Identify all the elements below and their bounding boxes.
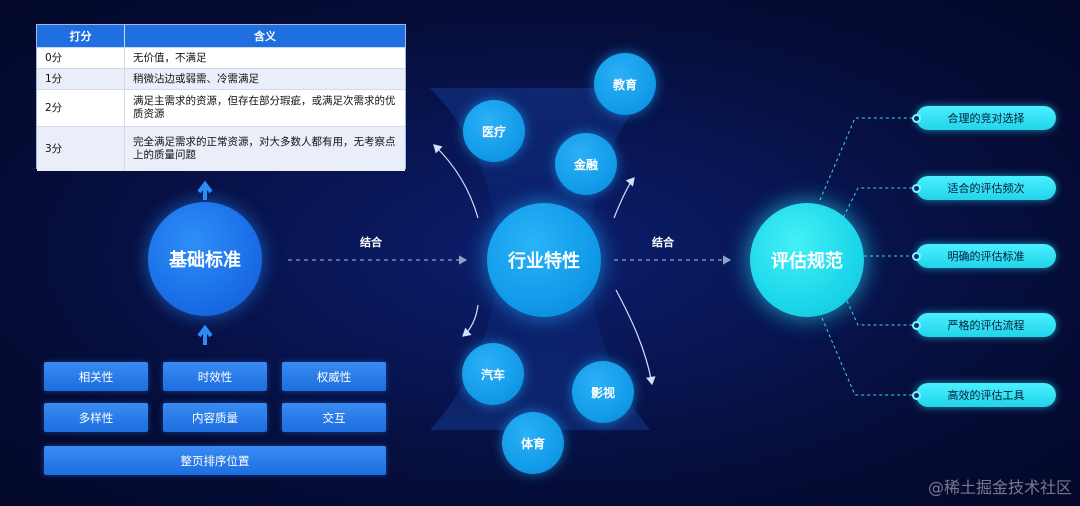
row-score: 2分 (37, 90, 125, 126)
industry-finance-node: 金融 (555, 133, 617, 195)
score-table-header: 打分 含义 (37, 25, 405, 47)
tag-dot (912, 114, 921, 123)
header-score: 打分 (37, 25, 125, 47)
block-diversity: 多样性 (44, 403, 148, 432)
eval-item-tools: 高效的评估工具 (916, 383, 1056, 407)
basic-standard-node: 基础标准 (148, 202, 262, 316)
curve-arrow-lower-left (462, 304, 479, 337)
eval-item-competitor: 合理的竞对选择 (916, 106, 1056, 130)
tag-dot (912, 252, 921, 261)
industry-education-node: 教育 (594, 53, 656, 115)
eval-item-frequency: 适合的评估频次 (916, 176, 1056, 200)
block-page-ranking: 整页排序位置 (44, 446, 386, 475)
watermark: @稀土掘金技术社区 (927, 478, 1072, 497)
table-row: 0分 无价值，不满足 (37, 47, 405, 68)
block-timeliness: 时效性 (163, 362, 267, 391)
table-row: 2分 满足主需求的资源，但存在部分瑕疵，或满足次需求的优质资源 (37, 89, 405, 126)
link-label-left: 结合 (360, 236, 382, 249)
curve-arrow-lower-right (615, 289, 656, 386)
industry-medical-node: 医疗 (463, 100, 525, 162)
block-relevance: 相关性 (44, 362, 148, 391)
eval-item-standard: 明确的评估标准 (916, 244, 1056, 268)
industry-auto-node: 汽车 (462, 343, 524, 405)
curve-arrow-upper-left (433, 144, 479, 219)
row-meaning: 满足主需求的资源，但存在部分瑕疵，或满足次需求的优质资源 (133, 95, 396, 120)
eval-item-process: 严格的评估流程 (916, 313, 1056, 337)
row-meaning: 稍微沾边或弱需、冷需满足 (133, 72, 259, 85)
link-label-right: 结合 (652, 236, 674, 249)
eval-norm-node: 评估规范 (750, 203, 864, 317)
block-authority: 权威性 (282, 362, 386, 391)
row-score: 0分 (37, 48, 125, 68)
row-score: 3分 (37, 127, 125, 171)
block-interaction: 交互 (282, 403, 386, 432)
table-row: 3分 完全满足需求的正常资源，对大多数人都有用，无考察点上的质量问题 (37, 126, 405, 171)
row-meaning: 无价值，不满足 (133, 51, 207, 64)
eval-branches (819, 117, 916, 396)
industry-feature-node: 行业特性 (487, 203, 601, 317)
arrow-up-from-blocks (197, 324, 213, 345)
table-row: 1分 稍微沾边或弱需、冷需满足 (37, 68, 405, 89)
tag-dot (912, 184, 921, 193)
tag-dot (912, 391, 921, 400)
industry-sports-node: 体育 (502, 412, 564, 474)
header-meaning: 含义 (254, 30, 276, 43)
arrow-up-to-table (197, 180, 213, 200)
row-score: 1分 (37, 69, 125, 89)
block-content-quality: 内容质量 (163, 403, 267, 432)
tag-dot (912, 321, 921, 330)
score-table: 打分 含义 0分 无价值，不满足 1分 稍微沾边或弱需、冷需满足 2分 满足主需… (36, 24, 406, 171)
row-meaning: 完全满足需求的正常资源，对大多数人都有用，无考察点上的质量问题 (133, 136, 396, 161)
industry-film-node: 影视 (572, 361, 634, 423)
curve-arrow-upper-right (613, 177, 635, 219)
